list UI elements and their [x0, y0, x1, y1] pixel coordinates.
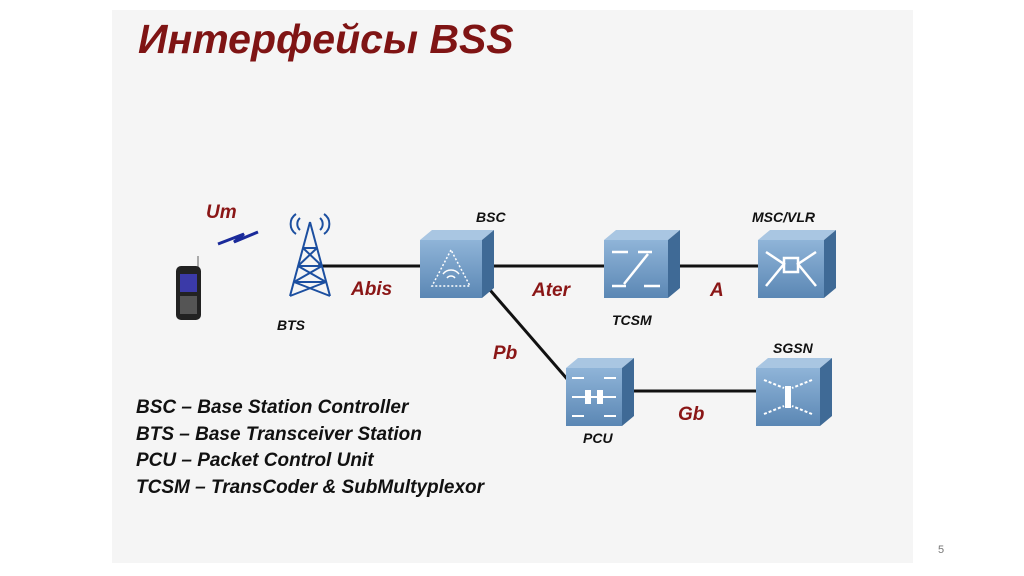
bsc-label: BSC	[476, 209, 506, 225]
interface-abis: Abis	[350, 279, 392, 300]
legend-item: BTS – Base Transceiver Station	[136, 424, 422, 445]
slide-title: Интерфейсы BSS	[138, 16, 514, 62]
msc-vlr-box-icon	[758, 230, 836, 298]
sgsn-label: SGSN	[773, 340, 814, 356]
tcsm-box-icon	[604, 230, 680, 298]
msc-vlr-label: MSC/VLR	[752, 209, 816, 225]
bts-label: BTS	[277, 317, 306, 333]
bsc-box-icon	[420, 230, 494, 298]
legend-item: PCU – Packet Control Unit	[136, 450, 374, 471]
interface-pb: Pb	[493, 343, 518, 364]
legend-item: BSC – Base Station Controller	[136, 397, 409, 418]
mobile-phone-icon	[176, 256, 201, 320]
interface-a: A	[709, 280, 724, 301]
interface-ater: Ater	[531, 280, 572, 301]
links	[318, 264, 758, 393]
legend-item: TCSM – TransCoder & SubMultyplexor	[136, 477, 485, 498]
page-number: 5	[938, 544, 945, 556]
interface-um: Um	[206, 202, 237, 223]
sgsn-box-icon	[756, 358, 832, 426]
radio-link-icon	[217, 230, 259, 246]
interface-gb: Gb	[678, 404, 705, 425]
link-pb	[488, 289, 570, 381]
bts-tower-icon	[289, 213, 331, 297]
pcu-box-icon	[566, 358, 634, 426]
pcu-label: PCU	[583, 430, 613, 446]
tcsm-label: TCSM	[612, 312, 652, 328]
